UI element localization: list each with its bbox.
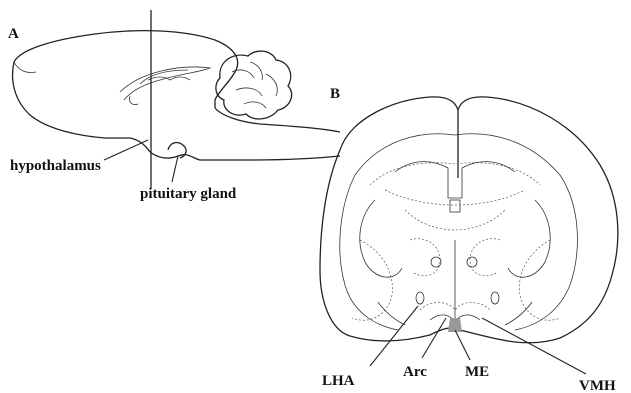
hypothalamus-label: hypothalamus [10,158,101,174]
panel-b: B [320,86,618,393]
panel-a: A hypothalamus [8,10,340,202]
coronal-section [320,97,618,343]
lha-leader [370,306,418,366]
pituitary-gland-label: pituitary gland [140,186,237,202]
me-label: ME [465,364,489,380]
median-eminence-shading [448,318,462,332]
hypothalamus-leader [104,140,148,160]
arc-leader [422,318,446,358]
panel-b-letter: B [330,86,340,102]
vmh-leader [482,318,586,374]
me-leader [455,330,470,360]
sagittal-brain-outline [13,31,340,160]
vmh-label: VMH [579,378,616,393]
panel-a-letter: A [8,26,19,42]
arc-label: Arc [403,364,427,380]
pituitary-leader [172,156,178,182]
lha-label: LHA [322,373,355,389]
